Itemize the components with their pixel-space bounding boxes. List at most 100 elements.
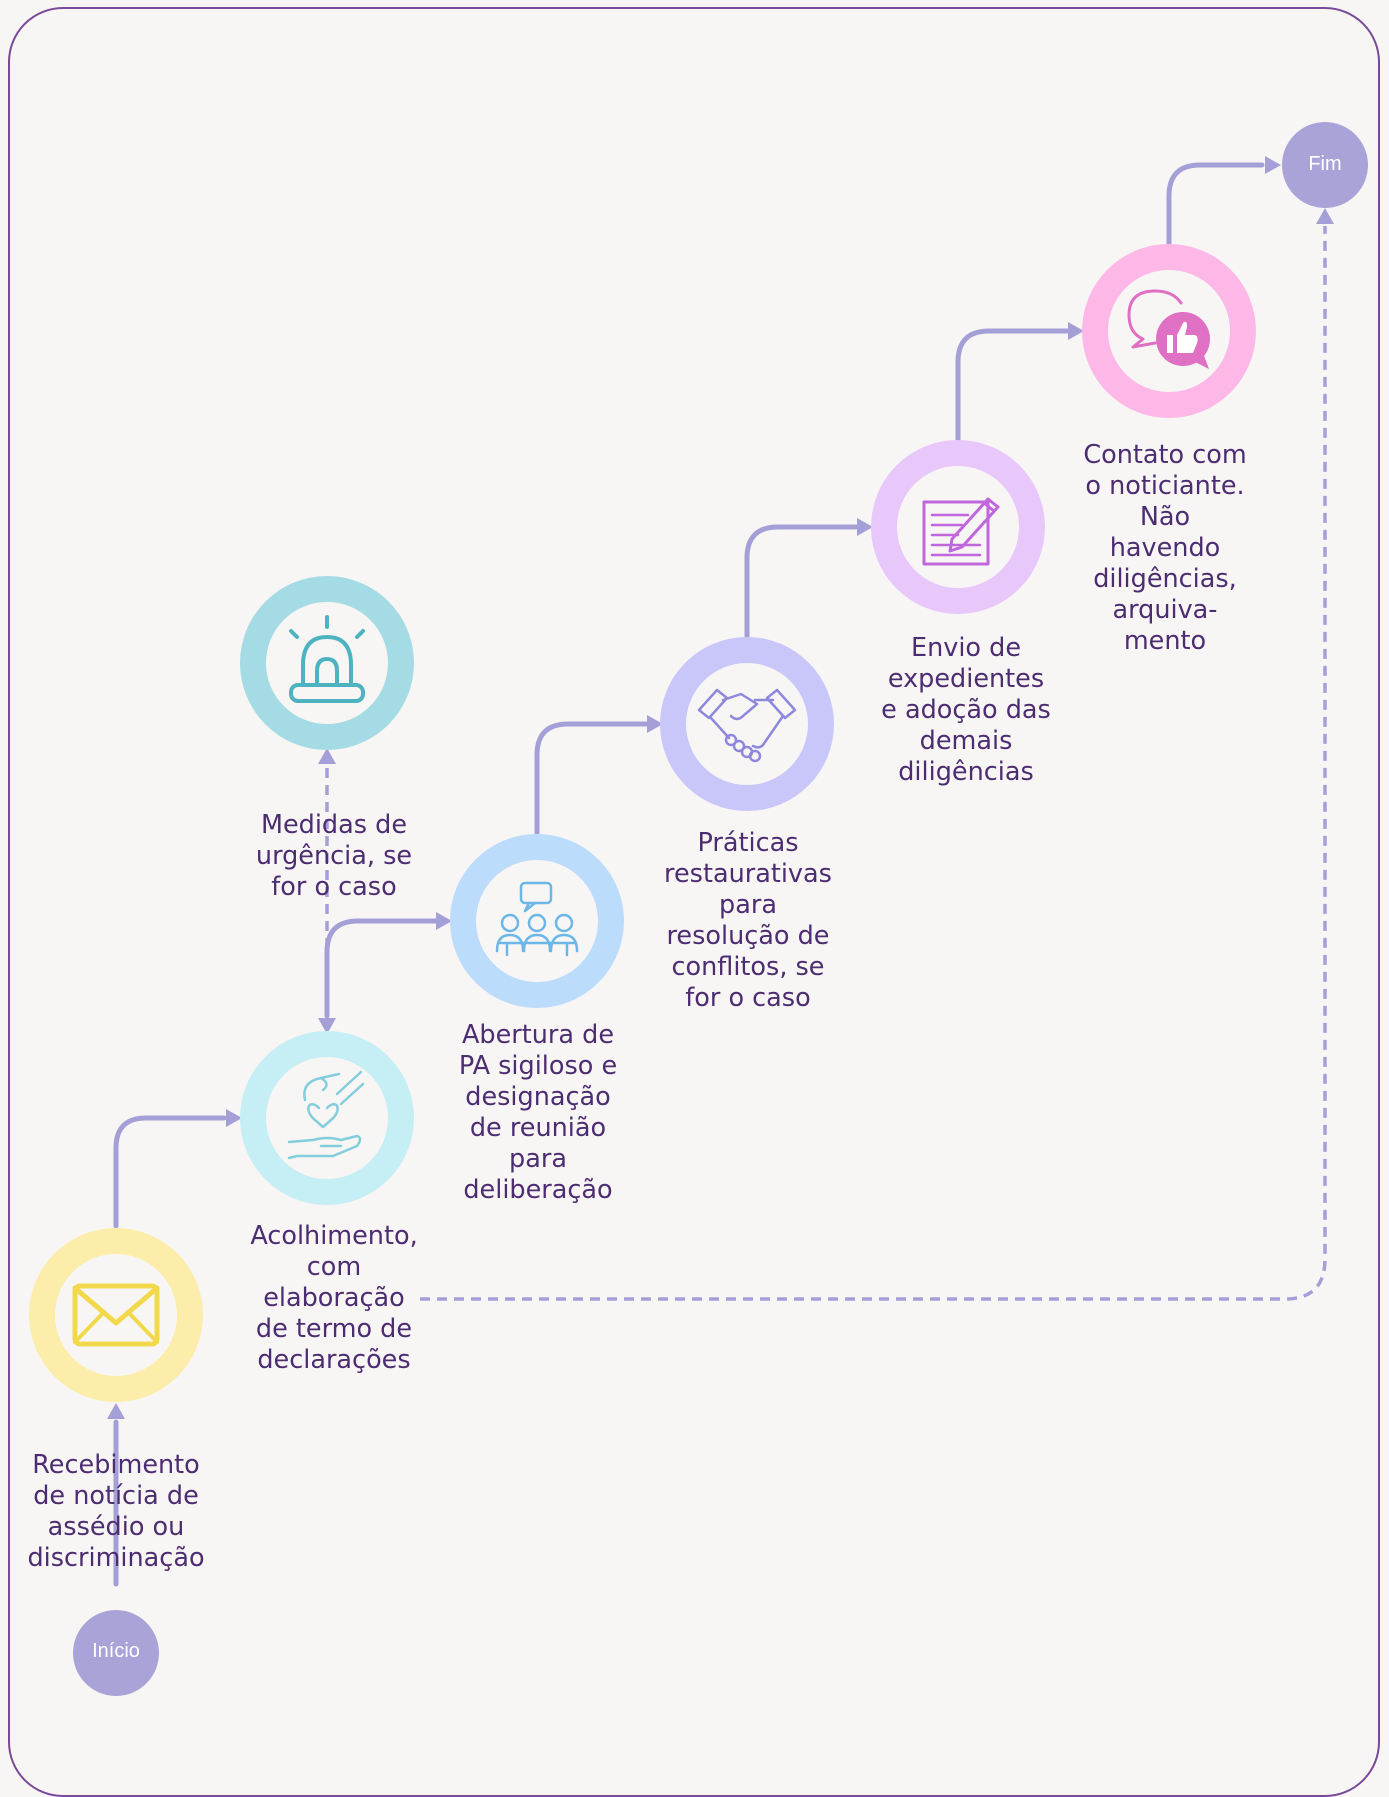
step-4-label-line: resolução de	[666, 921, 830, 951]
front-bubble-tail	[1193, 353, 1209, 369]
alarm-base	[289, 683, 365, 703]
arrow-head	[318, 748, 336, 764]
step-6-label: Contato com o noticiante. Não havendo di…	[1065, 440, 1265, 657]
ring-inner	[897, 466, 1019, 588]
step-5-label: Envio de expedientes e adoção das demais…	[866, 633, 1066, 788]
urgent-label-line: urgência, se	[255, 841, 413, 871]
step-6-label-line: mento	[1123, 626, 1207, 656]
alarm-inner	[315, 657, 339, 687]
arrow-head	[107, 1403, 125, 1419]
step-3-label-line: PA sigiloso e	[458, 1051, 618, 1081]
ring-inner	[266, 602, 388, 724]
step-1-label: Recebimento de notícia de assédio ou dis…	[16, 1450, 216, 1574]
meeting-icon	[495, 881, 579, 957]
envelope-fold	[73, 1310, 159, 1344]
end-node	[1282, 122, 1368, 208]
end-label: Fim	[1308, 153, 1342, 175]
envelope-body	[72, 1283, 160, 1347]
step-2-label-line: elaboração	[263, 1283, 405, 1313]
speech-tail	[523, 901, 537, 913]
urgent-label-line: Medidas de	[260, 810, 408, 840]
step-4-label: Práticas restaurativas para resolução de…	[648, 828, 848, 1014]
step-6-label-line: arquiva-	[1112, 595, 1218, 625]
connector-step-3-to-step-4	[534, 721, 649, 836]
step-6-label-line: havendo	[1109, 533, 1221, 563]
back-bubble	[1127, 289, 1183, 349]
urgent-measures-label: Medidas de urgência, se for o caso	[234, 810, 434, 903]
arrow-head	[1316, 208, 1334, 224]
upper-hand	[303, 1070, 365, 1106]
step-6-label-line: diligências,	[1093, 564, 1237, 594]
arrow-head	[1068, 322, 1084, 340]
step-2-label-line: Acolhimento,	[250, 1221, 418, 1251]
table	[497, 941, 577, 957]
step-2-label-line: com	[306, 1252, 362, 1282]
person-head	[554, 913, 574, 933]
step-4-label-line: conflitos, se	[671, 952, 825, 982]
document-lines	[930, 513, 982, 557]
step-2-label-line: declarações	[257, 1345, 411, 1375]
step-3-label-line: de reunião	[469, 1113, 607, 1143]
step-4-label-line: Práticas	[697, 828, 799, 858]
step-2-label: Acolhimento, com elaboração de termo de …	[234, 1221, 434, 1376]
thumbs-up	[1167, 321, 1198, 353]
right-cuff	[765, 688, 797, 720]
arrow-head	[647, 715, 663, 733]
handshake-icon	[697, 688, 797, 763]
step-4-label-line: para	[719, 890, 777, 920]
person-head	[527, 913, 547, 933]
step-6-label-line: o noticiante.	[1085, 471, 1245, 501]
step-2-label-line: de termo de	[255, 1314, 413, 1344]
ring-inner	[686, 663, 808, 785]
step-3-label-line: deliberação	[463, 1175, 613, 1205]
arrow-head	[1265, 156, 1281, 174]
alarm-light-icon	[289, 615, 365, 703]
thumb	[721, 692, 759, 721]
step-5-label-line: e adoção das	[881, 695, 1051, 725]
person-head	[500, 913, 520, 933]
arrow-head	[857, 518, 873, 536]
document	[922, 500, 990, 566]
step-1-label-line: de notícia de	[33, 1481, 199, 1511]
connector-step-1-to-step-2	[113, 1115, 227, 1229]
heart	[307, 1103, 339, 1129]
hand-heart-icon	[287, 1070, 365, 1160]
step-5-label-line: Envio de	[910, 633, 1022, 663]
step-5-label-line: demais	[919, 726, 1013, 756]
document-pen-icon	[922, 497, 1000, 566]
envelope-flap	[72, 1285, 160, 1326]
arrow-head	[226, 1109, 242, 1127]
pen	[948, 497, 1000, 553]
step-6-label-line: Contato com	[1083, 440, 1247, 470]
step-5-label-line: diligências	[898, 757, 1034, 787]
step-4-label-line: for o caso	[685, 983, 811, 1013]
alarm-dome	[301, 635, 353, 687]
ring-inner	[476, 860, 598, 982]
hands	[709, 698, 785, 749]
alarm-rays	[289, 615, 365, 639]
step-3-label-line: Abertura de	[461, 1020, 615, 1050]
connector-step-2-to-step-3	[324, 918, 439, 1019]
step-3-label-line: designação	[465, 1082, 611, 1112]
envelope-icon	[72, 1283, 160, 1347]
finger	[732, 739, 746, 753]
connector-step-6-to-end	[1166, 162, 1265, 246]
connector-step-5-to-step-6	[955, 328, 1070, 443]
ring-inner	[266, 1057, 388, 1179]
lower-hand	[287, 1134, 362, 1160]
start-node	[73, 1610, 159, 1696]
step-6-label-line: Não	[1139, 502, 1191, 532]
chat-thumbs-up-icon	[1127, 289, 1210, 369]
step-1-label-line: assédio ou	[47, 1512, 185, 1542]
finger	[748, 749, 762, 763]
step-3-label-line: para	[509, 1144, 567, 1174]
finger	[724, 733, 738, 747]
step-5-label-line: expedientes	[887, 664, 1045, 694]
start-label: Início	[92, 1640, 140, 1662]
step-1-label-line: Recebimento	[32, 1450, 200, 1480]
arrow-head	[318, 1018, 336, 1034]
arrow-head	[436, 912, 452, 930]
step-4-label-line: restaurativas	[664, 859, 832, 889]
